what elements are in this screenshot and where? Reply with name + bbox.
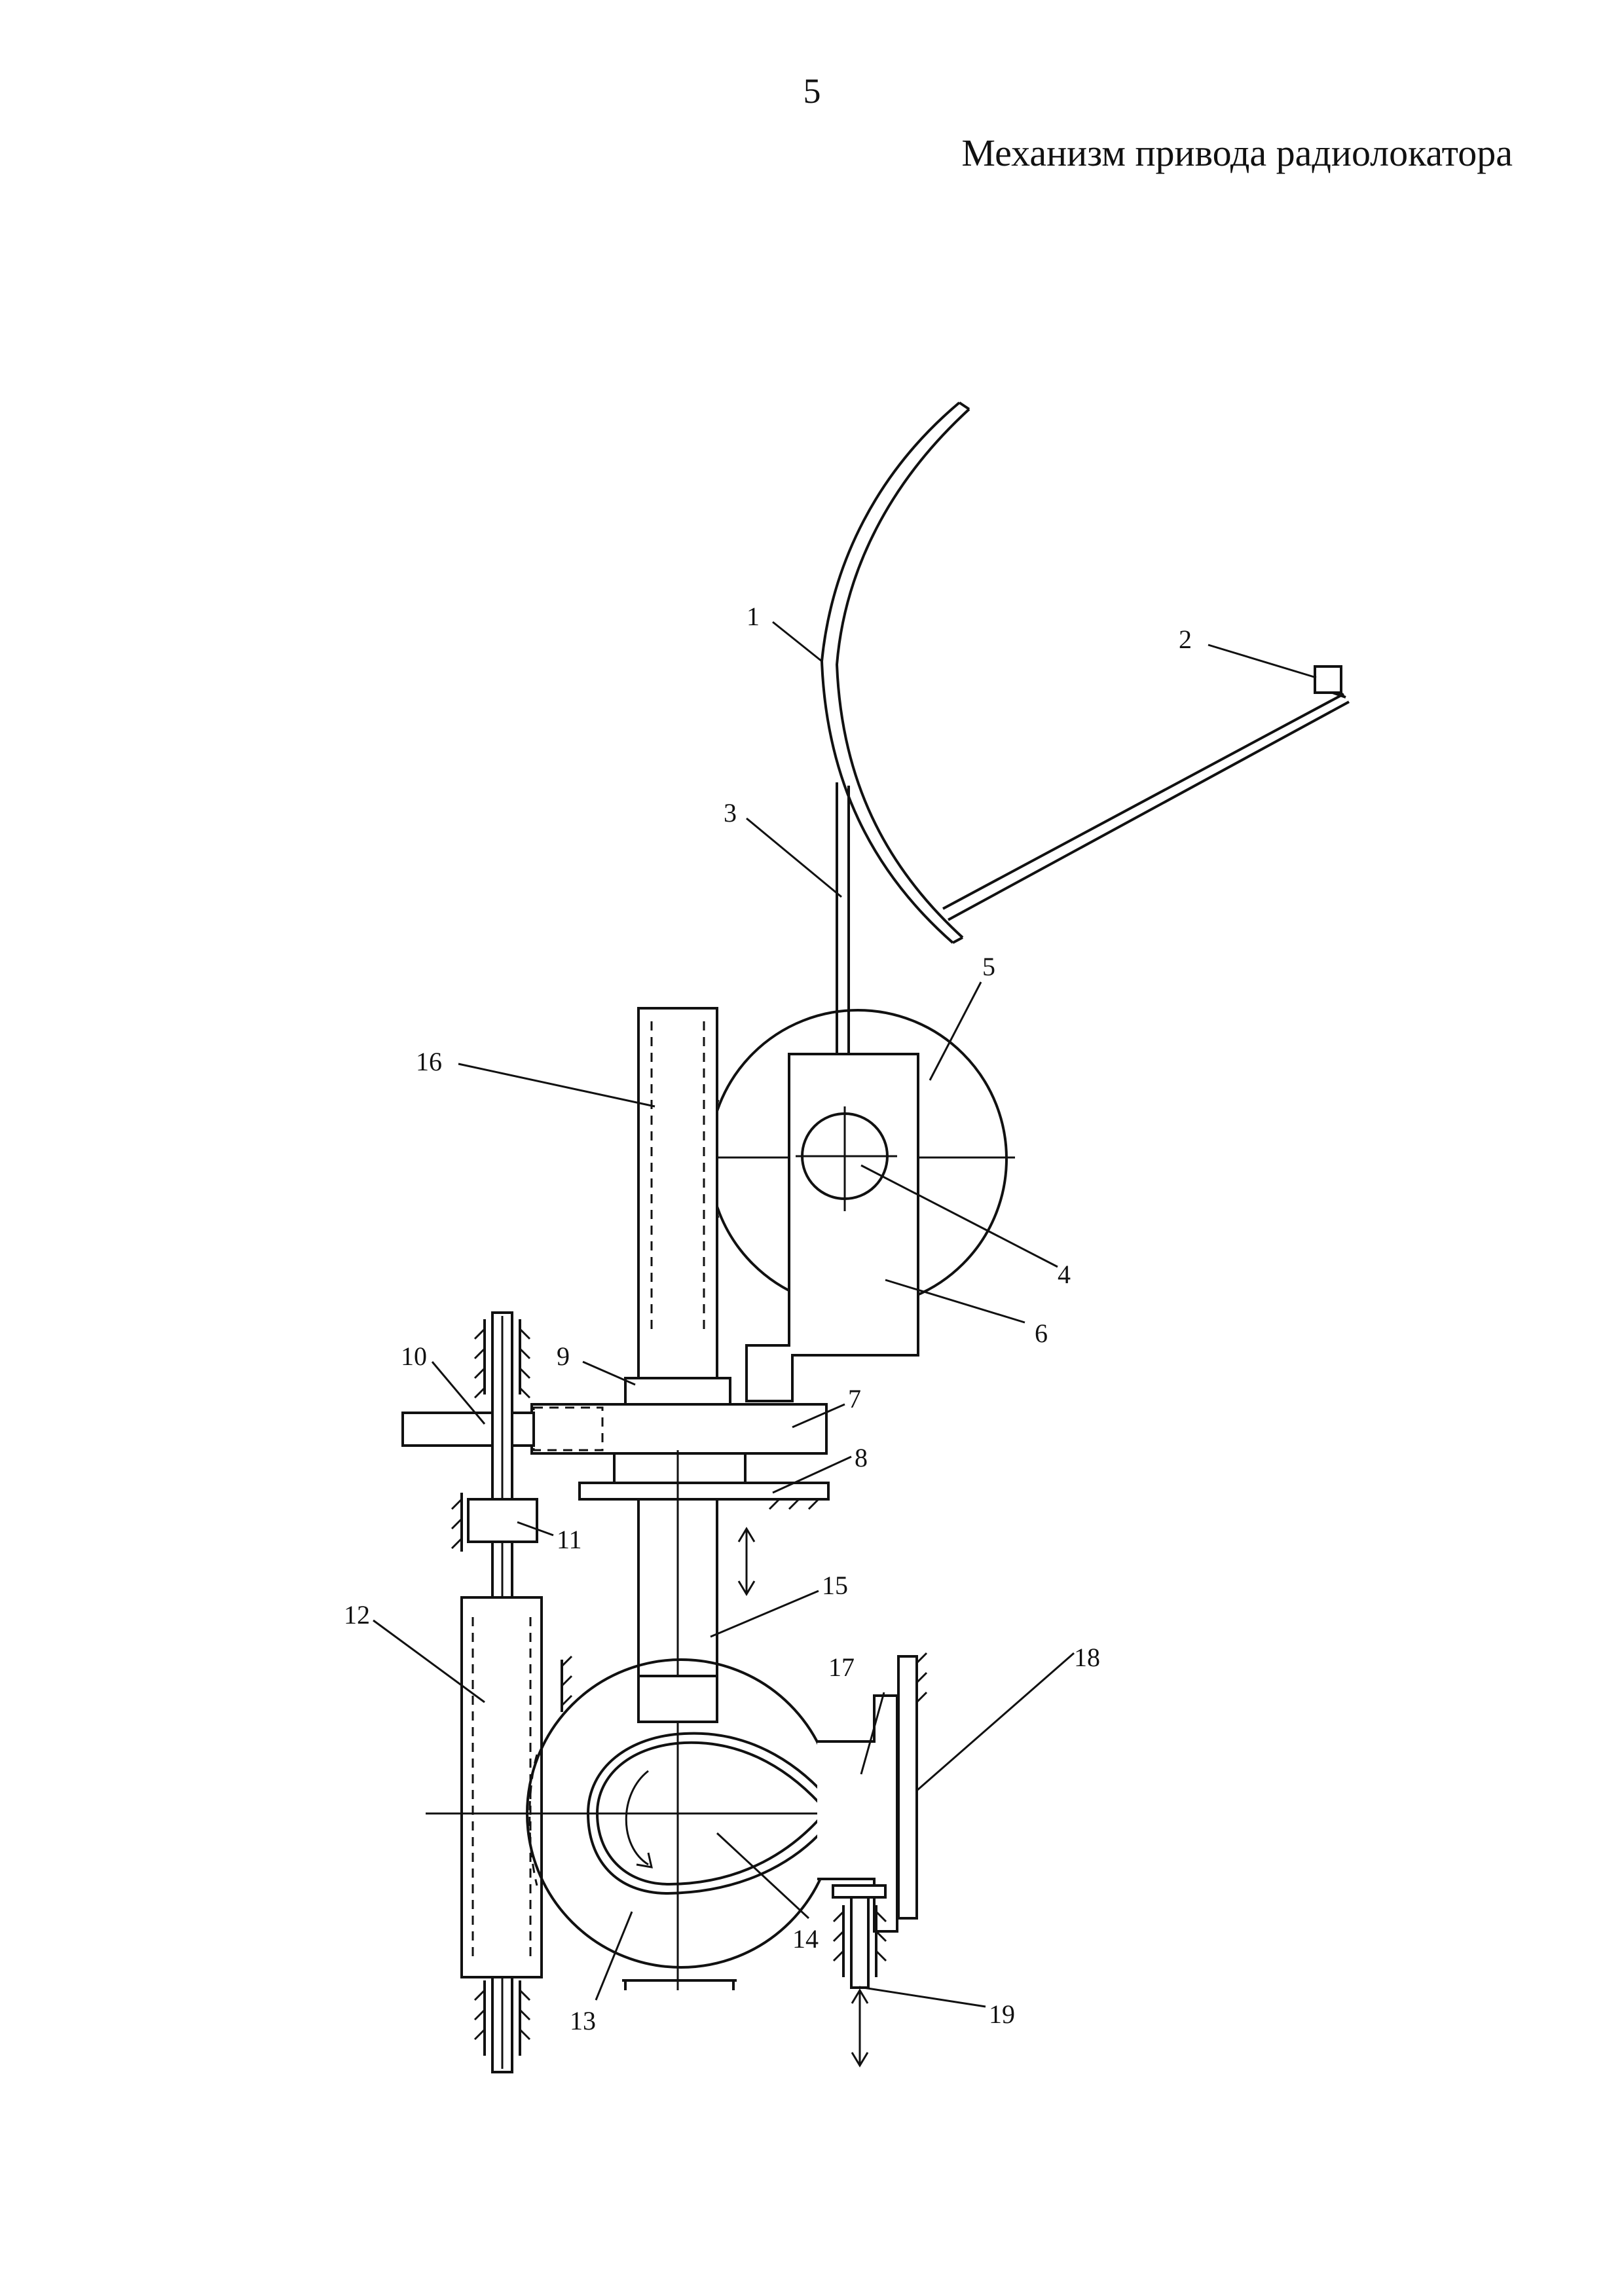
- label-2: 2: [1179, 625, 1192, 654]
- label-10: 10: [401, 1341, 427, 1371]
- label-3: 3: [724, 798, 737, 828]
- page-title: Механизм привода радиолокатора: [961, 132, 1513, 174]
- label-18: 18: [1074, 1643, 1100, 1672]
- drive-worm: [460, 1596, 543, 1978]
- guide-plate: [897, 1652, 928, 1920]
- bracket: [745, 1053, 919, 1402]
- leader-16: [458, 1063, 655, 1108]
- label-5: 5: [982, 952, 995, 981]
- plunger: [832, 1884, 887, 2068]
- shaft-bearing-top: [473, 1319, 531, 1399]
- leader-lines: [373, 621, 1317, 2008]
- label-12: 12: [344, 1600, 370, 1630]
- label-1: 1: [747, 602, 760, 631]
- label-8: 8: [855, 1443, 868, 1472]
- label-17: 17: [828, 1652, 855, 1682]
- vertical-motion-arrow: [737, 1527, 756, 1596]
- reflector-dish: [820, 401, 970, 944]
- label-4: 4: [1058, 1260, 1071, 1289]
- upper-column: [637, 1007, 718, 1379]
- label-6: 6: [1035, 1319, 1048, 1348]
- label-11: 11: [557, 1525, 582, 1554]
- shaft-bearing-bottom: [473, 1980, 531, 2056]
- part-labels: 1 2 3 4 5 6 7 8 9 10 11 12 13 14 15 16 1…: [344, 602, 1192, 2035]
- turntable-gear: [530, 1403, 828, 1455]
- label-14: 14: [792, 1924, 819, 1954]
- pinion: [401, 1412, 535, 1447]
- page-number: 5: [803, 71, 821, 111]
- elevation-axle: [796, 1106, 897, 1211]
- label-13: 13: [570, 2006, 596, 2035]
- label-7: 7: [848, 1384, 861, 1413]
- collar: [624, 1377, 731, 1406]
- feed-horn: [942, 665, 1350, 921]
- rotation-arrow: [625, 1770, 653, 1868]
- label-16: 16: [416, 1047, 442, 1076]
- cam: [586, 1732, 840, 1895]
- label-9: 9: [557, 1341, 570, 1371]
- wheel-guide: [561, 1655, 573, 1712]
- label-19: 19: [989, 1999, 1015, 2029]
- coupling: [451, 1493, 538, 1552]
- label-15: 15: [822, 1571, 848, 1600]
